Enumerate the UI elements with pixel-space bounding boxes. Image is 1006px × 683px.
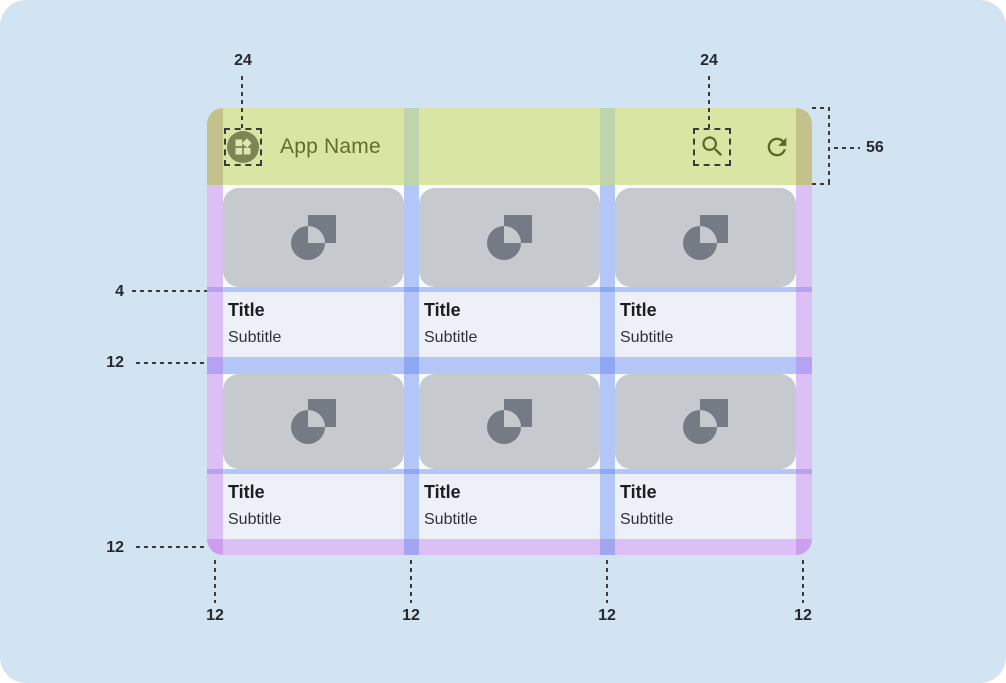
search-icon[interactable] (699, 133, 726, 160)
image-placeholder-icon (290, 214, 336, 260)
card-subtitle: Subtitle (620, 511, 674, 529)
card-text-block: Title Subtitle (615, 474, 796, 539)
measure-line (410, 560, 412, 603)
annotation-column-mark: 12 (794, 607, 812, 624)
card-media (223, 374, 404, 469)
measure-line (708, 76, 710, 129)
card-media (419, 188, 600, 287)
measure-line (136, 362, 207, 364)
card-subtitle: Subtitle (424, 329, 478, 347)
measure-line (214, 560, 216, 603)
card-title: Title (620, 482, 657, 502)
measure-line (812, 183, 830, 185)
card-subtitle: Subtitle (424, 511, 478, 529)
card-text-block: Title Subtitle (223, 292, 404, 357)
annotation-row-gap: 12 (106, 354, 124, 371)
avatar[interactable] (227, 130, 259, 163)
card-title: Title (620, 300, 657, 320)
card-text-block: Title Subtitle (419, 292, 600, 357)
card[interactable]: Title Subtitle (419, 188, 600, 357)
annotation-media-text-gap: 4 (115, 283, 124, 300)
card-text-block: Title Subtitle (615, 292, 796, 357)
card-text-block: Title Subtitle (419, 474, 600, 539)
measure-line (136, 546, 207, 548)
card-media (223, 188, 404, 287)
annotation-column-mark: 12 (402, 607, 420, 624)
measure-line (812, 107, 830, 109)
measure-line (606, 560, 608, 603)
card[interactable]: Title Subtitle (615, 188, 796, 357)
card-subtitle: Subtitle (228, 329, 282, 347)
refresh-icon (767, 137, 787, 156)
annotation-bottom-margin: 12 (106, 539, 124, 556)
image-placeholder-icon (486, 214, 532, 260)
card[interactable]: Title Subtitle (223, 188, 404, 357)
card-text-block: Title Subtitle (223, 474, 404, 539)
annotation-appbar-height: 56 (866, 139, 884, 156)
measure-line (241, 76, 243, 129)
image-placeholder-icon (682, 214, 728, 260)
measure-line (828, 107, 830, 185)
measure-line (132, 290, 207, 292)
overlay-bottom-margin (207, 539, 812, 555)
measure-line (834, 147, 860, 149)
image-placeholder-icon (682, 398, 728, 444)
card-title: Title (424, 300, 461, 320)
annotation-action-icon-size: 24 (700, 52, 718, 69)
annotation-leading-icon-size: 24 (234, 52, 252, 69)
measure-line (802, 560, 804, 603)
annotation-column-mark: 12 (206, 607, 224, 624)
image-placeholder-icon (290, 398, 336, 444)
top-app-bar: App Name (207, 108, 812, 185)
card-title: Title (228, 482, 265, 502)
annotation-column-mark: 12 (598, 607, 616, 624)
card-media (419, 374, 600, 469)
card[interactable]: Title Subtitle (223, 374, 404, 539)
card[interactable]: Title Subtitle (615, 374, 796, 539)
card-title: Title (228, 300, 265, 320)
widgets-icon (235, 137, 252, 154)
card-media (615, 374, 796, 469)
card-media (615, 188, 796, 287)
image-placeholder-icon (486, 398, 532, 444)
card[interactable]: Title Subtitle (419, 374, 600, 539)
card-title: Title (424, 482, 461, 502)
action-icon-measure-box (693, 127, 731, 166)
app-mockup: App Name (207, 108, 812, 555)
card-grid: Title Subtitle Title Subtitle (207, 185, 812, 539)
card-subtitle: Subtitle (620, 329, 674, 347)
app-title: App Name (280, 134, 381, 158)
refresh-action[interactable] (763, 133, 791, 161)
leading-icon-measure-box (224, 127, 262, 166)
card-subtitle: Subtitle (228, 511, 282, 529)
